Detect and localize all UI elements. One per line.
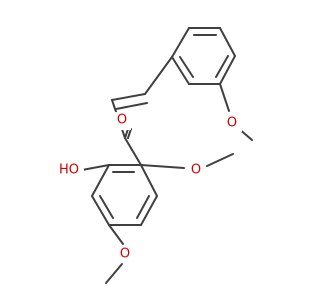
chemical-structure: O HO O O O xyxy=(54,27,253,284)
label-backdrop xyxy=(186,162,206,180)
hydroxyl-bond xyxy=(81,164,110,171)
alkene-bond xyxy=(111,93,146,101)
ring-a-methoxy-bond xyxy=(140,164,185,169)
label-backdrop xyxy=(115,245,135,263)
ring-a-bond xyxy=(140,195,158,226)
carbonyl-bond xyxy=(127,128,132,139)
ring-b-methoxy-bond xyxy=(219,83,230,112)
carbonyl-ring-a-bond xyxy=(124,137,142,166)
label-backdrop xyxy=(111,112,131,130)
ring-b-bond xyxy=(171,56,190,85)
ring-a-inner-bond xyxy=(99,195,114,219)
methoxy-oxygen-ring-a-label: O xyxy=(191,163,201,178)
ring-a-bond xyxy=(140,164,158,197)
methoxy-oxygen-ring-b-label: O xyxy=(227,116,237,131)
alkene-inner-bond xyxy=(115,102,148,110)
bond-layer xyxy=(81,27,253,284)
ring-b-inner-bond xyxy=(179,56,194,78)
label-backdrop xyxy=(54,161,84,179)
ring-a-methyl-bond xyxy=(206,153,234,167)
ring-a-bond xyxy=(91,164,110,197)
ring-a-inner-bond xyxy=(136,195,150,219)
carbonyl-bond xyxy=(124,128,129,139)
ketone-oxygen-label: O xyxy=(117,113,127,128)
ring-b-bond xyxy=(171,27,190,58)
ring-a-bond xyxy=(91,195,110,226)
ring-b-bond xyxy=(219,27,236,57)
para-methyl-bond xyxy=(105,263,123,284)
hydroxyl-label: HO xyxy=(59,163,79,178)
label-backdrop xyxy=(222,114,242,132)
ring-b-bond xyxy=(219,55,236,85)
para-methoxy-bond xyxy=(108,224,124,245)
vinyl-bond xyxy=(144,56,173,95)
methoxy-oxygen-para-label: O xyxy=(120,247,130,262)
atom-label-layer: O HO O O O xyxy=(54,112,242,263)
ring-b-inner-bond xyxy=(215,55,229,78)
